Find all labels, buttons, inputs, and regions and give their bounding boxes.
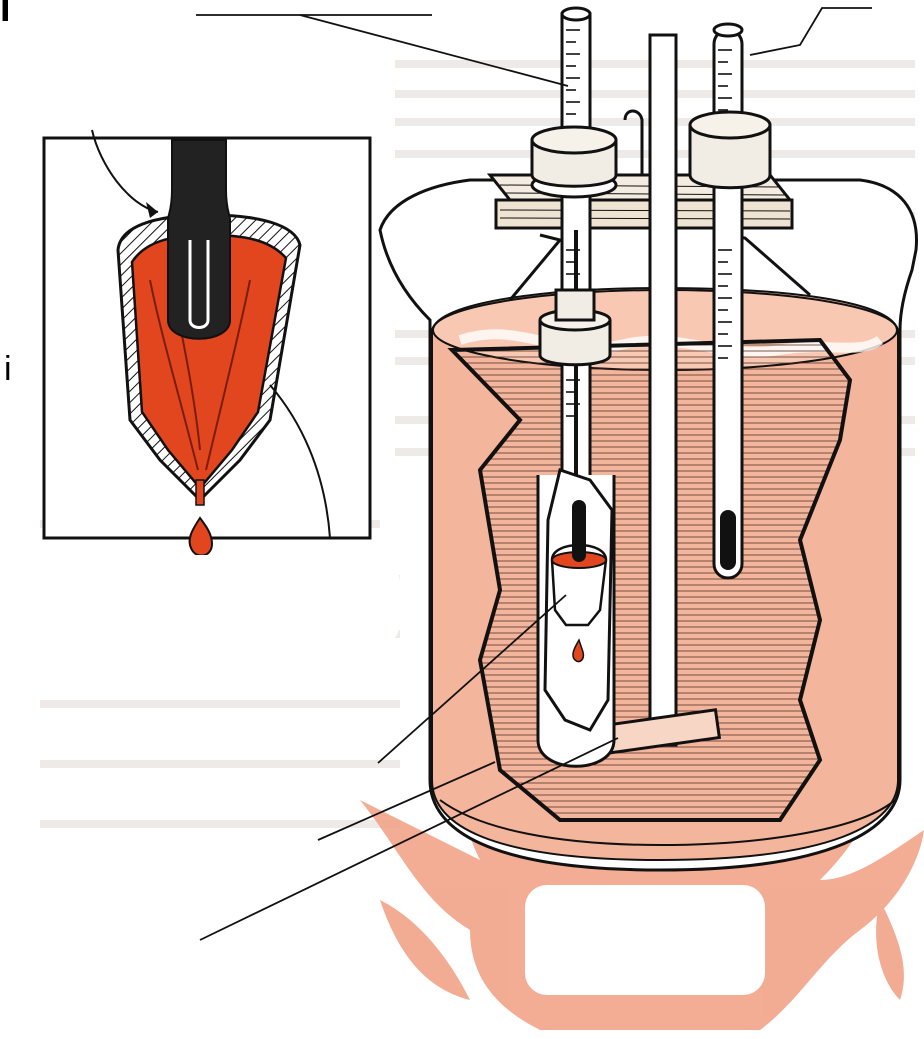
left-thermometer-icon (562, 8, 590, 534)
inset-caption-blank (28, 555, 400, 650)
top-right-leader (750, 8, 872, 55)
edge-glyph-top: I (0, 0, 11, 28)
top-left-leader (300, 15, 568, 86)
edge-glyph-left: i (4, 352, 12, 386)
flame-label-blank (525, 885, 765, 995)
cork-stopper-icon (532, 127, 616, 197)
right-cork-icon (690, 112, 770, 188)
right-thermometer-icon (714, 24, 742, 578)
